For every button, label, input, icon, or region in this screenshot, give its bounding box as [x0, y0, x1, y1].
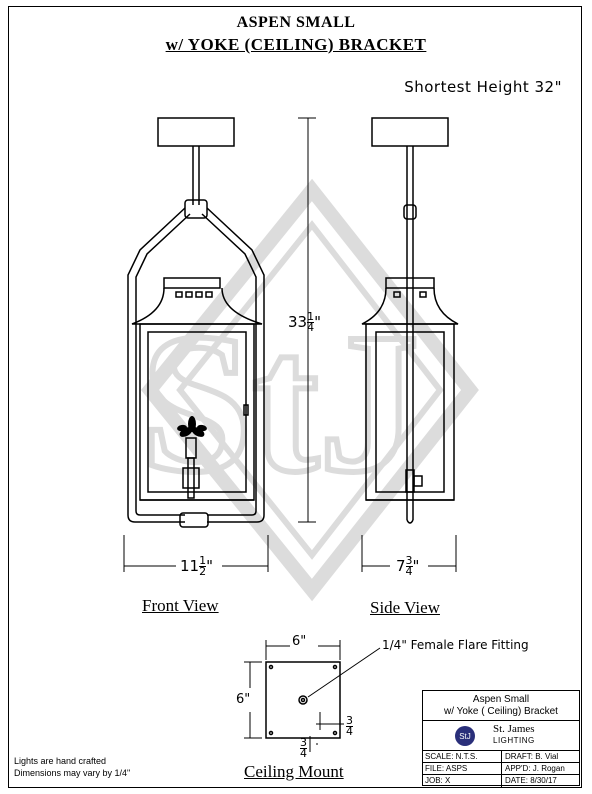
title-block-divider — [501, 750, 502, 787]
front-view-lantern — [127, 117, 265, 528]
flame-icon — [177, 416, 207, 437]
side-width-unit: " — [412, 557, 420, 575]
st-james-logo: StJ — [455, 726, 475, 746]
job-field: JOB: X — [425, 776, 451, 785]
height-dimension — [298, 117, 316, 523]
drawing-title-line2: w/ YOKE (CEILING) BRACKET — [165, 35, 427, 54]
date-field: DATE: 8/30/17 — [505, 776, 557, 785]
title-block-header1: Aspen Small — [472, 694, 530, 705]
front-height-num: 1 — [307, 310, 315, 323]
front-width-dimension — [123, 535, 269, 572]
side-width-den: 4 — [405, 565, 413, 578]
approved-field: APP'D: J. Rogan — [505, 764, 565, 773]
mount-frac-den: 4 — [346, 725, 353, 738]
shortest-height-note: Shortest Height 32" — [404, 78, 562, 96]
front-width-whole: 11 — [180, 557, 200, 575]
title-block: Aspen Small w/ Yoke ( Ceiling) Bracket S… — [422, 690, 580, 787]
file-field: FILE: ASPS — [425, 764, 468, 773]
front-view-label: Front View — [142, 596, 219, 615]
scale-field: SCALE: N.T.S. — [425, 752, 478, 761]
flare-fitting-callout: 1/4" Female Flare Fitting — [382, 638, 529, 652]
ceiling-mount-label: Ceiling Mount — [244, 762, 344, 781]
note-hand-crafted: Lights are hand crafted — [14, 756, 107, 766]
mount-width-label: 6" — [292, 634, 307, 649]
side-width-whole: 7 — [396, 557, 406, 575]
mount-frac-num: 3 — [346, 714, 353, 727]
note-dimensions-vary: Dimensions may vary by 1/4" — [14, 768, 131, 778]
title-block-header2: w/ Yoke ( Ceiling) Bracket — [444, 706, 558, 717]
watermark-letters: StJ — [141, 293, 419, 514]
draft-field: DRAFT: B. Vial — [505, 752, 559, 761]
side-view-label: Side View — [370, 598, 440, 617]
mount-frac-den-2: 4 — [300, 747, 307, 760]
side-width-dimension — [361, 535, 457, 572]
front-width-unit: " — [206, 557, 213, 575]
front-height-unit: " — [314, 313, 321, 331]
front-width-den: 2 — [199, 565, 207, 578]
side-width-num: 3 — [405, 554, 413, 567]
mount-frac-num-2: 3 — [300, 736, 307, 749]
company-name: St. James — [493, 723, 535, 735]
ceiling-mount-plate — [265, 661, 341, 739]
mount-height-label: 6" — [236, 692, 251, 707]
drawing-border — [8, 6, 582, 788]
side-view-lantern — [361, 117, 459, 524]
title-block-company-row: StJ St. James LIGHTING — [423, 720, 579, 750]
front-height-whole: 33 — [288, 313, 308, 331]
front-height-den: 4 — [307, 321, 315, 334]
company-sub: LIGHTING — [493, 736, 535, 745]
front-width-num: 1 — [199, 554, 207, 567]
drawing-title-line1: ASPEN SMALL — [236, 14, 356, 31]
mount-dimensions — [244, 640, 381, 752]
